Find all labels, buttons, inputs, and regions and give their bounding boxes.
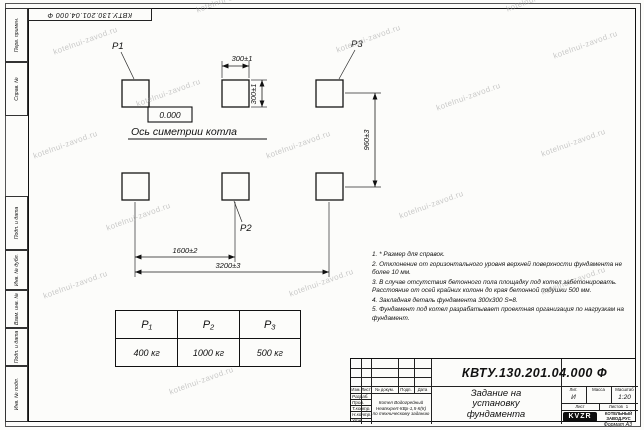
col-data-label: Дата (417, 387, 428, 392)
note-item: 3. В случае отсутствия бетонного пола пл… (372, 278, 617, 295)
format-label: Формат А3 (603, 422, 632, 428)
title-block-line (351, 393, 431, 394)
title-block-doc-number: КВТУ.130.201.04.000 Ф (461, 365, 608, 380)
lit-label: Лит. (569, 386, 578, 392)
corner-doc-number-stamp: КВТУ.130.201.04.000 Ф (28, 8, 152, 21)
row-nkontr-label: Н.контр. (352, 411, 372, 417)
foundation-pad (315, 172, 344, 201)
sheets-value: 1 (625, 404, 629, 409)
col-podp-label: Подп. (400, 387, 412, 392)
title-block-line (561, 410, 638, 411)
col-izm-label: Изм. (351, 387, 361, 392)
title-block: КВТУ.130.201.04.000 Ф Изм. Лист № докум.… (350, 358, 638, 424)
sheets-label: Листов (608, 404, 623, 409)
dimension-label-full-span: 3200±3 (216, 261, 242, 270)
col-list-label: Лист (361, 387, 371, 392)
side-stamp-inv-dubl: Инв. № дубл. (5, 250, 28, 290)
load-table-header-p1: Р₁ (141, 318, 153, 331)
product-line: Котел Водогрейный (378, 399, 424, 405)
symmetry-axis-label: Ось симетрии котла (131, 126, 237, 138)
scale-label: Масштаб (615, 386, 634, 392)
scale-value: 1:20 (618, 394, 631, 401)
side-stamp-vzam-inv: Взам. инв. № (5, 290, 28, 328)
leader-line-p2 (233, 200, 243, 223)
col-docum-label: № докум. (375, 387, 394, 392)
level-mark-value: 0.000 (159, 110, 181, 120)
row-razrab-label: Разраб. (352, 393, 369, 399)
sheet-label: Лист (575, 404, 585, 409)
foundation-pad (121, 79, 150, 108)
title-block-line (561, 359, 562, 424)
sheets-cell: Листов 1 (599, 403, 638, 410)
document-title: Задание на установку фундамента (431, 386, 561, 423)
level-mark-box (147, 106, 193, 123)
document-title-text: Задание на установку фундамента (466, 387, 526, 420)
side-stamp-podp-data-1: Подп. и дата (5, 196, 28, 250)
title-block-line (611, 386, 612, 403)
mass-label: Масса (592, 386, 605, 392)
company-name: КОТЕЛЬНЫЙ ЗАВОД.РУС (604, 411, 633, 421)
note-item: 2. Отклонение от горизонтального уровня … (372, 260, 623, 277)
side-stamp-perv-primen: Перв. примен. (5, 8, 28, 62)
load-table-value-p3: 500 кг (238, 338, 300, 366)
lit-value: И (571, 394, 576, 401)
foundation-pad (121, 172, 150, 201)
title-block-line (351, 377, 431, 378)
title-block-line (431, 359, 432, 424)
load-table-header-p2: Р₂ (177, 311, 238, 338)
foundation-pad (315, 79, 344, 108)
sheet-frame (28, 8, 636, 422)
product-line: Heatexpert-КВр-1,5-К(К) (375, 405, 427, 411)
title-block-line (586, 386, 587, 403)
foundation-pad (221, 172, 250, 201)
load-table-value-p1: 400 кг (116, 338, 178, 366)
dimension-label-row-spacing: 960±3 (362, 129, 371, 151)
title-block-line (414, 359, 415, 393)
title-block-line (599, 403, 600, 410)
product-name: Котел Водогрейный Heatexpert-КВр-1,5-К(К… (371, 394, 431, 423)
kvzr-logo: KVZR (563, 411, 597, 422)
title-block-line (351, 386, 638, 387)
load-table: Р₁ Р₂ Р₃ 400 кг 1000 кг 500 кг (115, 310, 301, 367)
pad-label-p1: Р1 (112, 41, 124, 52)
dimension-label-half-span: 1600±2 (173, 246, 199, 255)
title-block-line (398, 359, 399, 393)
leader-line-p3 (338, 49, 356, 80)
row-prov-label: Пров. (352, 399, 365, 405)
note-item: 4. Закладная деталь фундамента 300х300 S… (372, 296, 518, 304)
side-stamp-sprav: Справ. № (5, 62, 28, 116)
notes-block: 1. * Размер для справок. 2. Отклонение о… (372, 251, 634, 325)
title-block-line (371, 359, 372, 424)
pad-label-p2: Р2 (240, 223, 252, 234)
mass-value (586, 392, 611, 403)
title-block-line (361, 359, 362, 424)
load-table-value-p2: 1000 кг (177, 338, 239, 366)
dimension-label-pad-width: 300±1 (232, 54, 253, 63)
product-line: по техническому заданию (372, 411, 430, 417)
side-stamp-inv-podl: Инв. № подл. (5, 366, 28, 422)
title-block-line (351, 368, 431, 369)
leader-line-p1 (120, 51, 135, 80)
row-tkontr-label: Т.контр. (352, 405, 371, 411)
foundation-pad (221, 79, 250, 108)
dimension-label-pad-height: 300±1 (249, 84, 258, 105)
side-stamp-podp-data-2: Подп. и дата (5, 328, 28, 366)
load-table-header-p3: Р₃ (238, 311, 300, 338)
row-utv-label: Утв. (352, 418, 363, 423)
pad-label-p3: Р3 (351, 39, 363, 50)
note-item: 1. * Размер для справок. (372, 251, 445, 258)
note-item: 5. Фундамент под котел разрабатывает про… (372, 306, 624, 323)
